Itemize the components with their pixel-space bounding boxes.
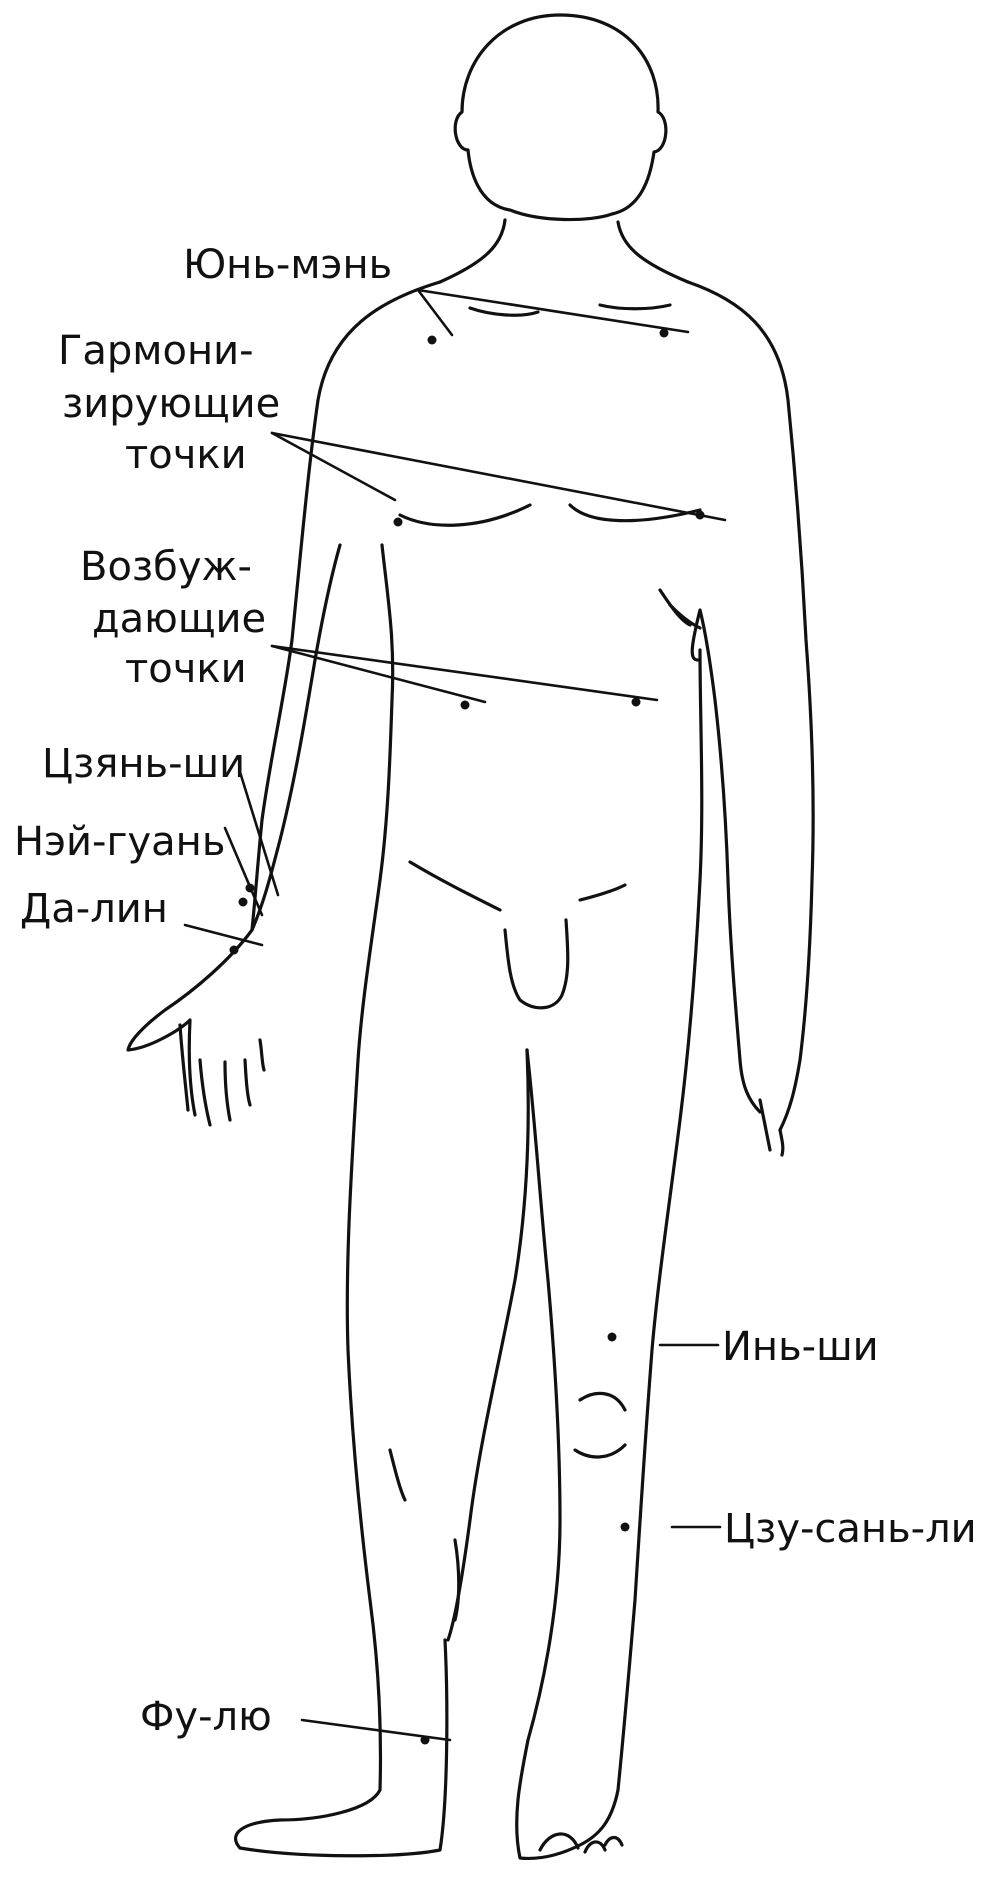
label-nei-guan: Нэй-гуань (14, 819, 225, 865)
point-exciting-right (632, 698, 641, 707)
leader-da-lin (185, 925, 262, 945)
point-yun-men-left (428, 336, 437, 345)
point-yin-shi (608, 1333, 617, 1342)
label-harmonizing-line1: Гармони- (58, 328, 254, 374)
leader-exciting-a (272, 646, 485, 702)
point-harmonizing-left (394, 518, 403, 527)
label-fu-liu: Фу-лю (140, 1694, 272, 1740)
label-da-lin: Да-лин (20, 886, 168, 932)
point-exciting-left (461, 701, 470, 710)
point-labels: Юнь-мэнь Гармони- зирующие точки Возбуж-… (14, 242, 977, 1740)
leader-exciting-b (272, 646, 657, 700)
point-zu-san-li (621, 1523, 630, 1532)
point-nei-guan (239, 898, 248, 907)
label-exciting-line1: Возбуж- (80, 544, 252, 590)
label-zu-san-li: Цзу-сань-ли (724, 1506, 977, 1552)
label-harmonizing-line2: зирующие (62, 381, 280, 427)
leader-harmonizing-a (272, 433, 395, 500)
leader-lines (185, 290, 725, 1740)
label-yun-men: Юнь-мэнь (183, 242, 392, 288)
label-harmonizing-line3: точки (125, 432, 247, 478)
leader-fu-liu (302, 1720, 450, 1740)
point-da-lin (230, 946, 239, 955)
leader-yun-men-b (418, 290, 688, 332)
leader-harmonizing-b (272, 433, 725, 520)
leader-yun-men-a (418, 290, 452, 335)
label-yin-shi: Инь-ши (722, 1324, 879, 1370)
label-exciting-line2: дающие (92, 596, 266, 642)
label-jian-shi: Цзянь-ши (42, 741, 245, 787)
label-exciting-line3: точки (125, 646, 247, 692)
